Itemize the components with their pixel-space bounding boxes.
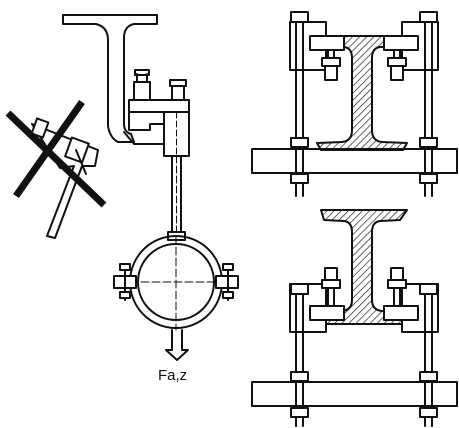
top-left-clamp: [289, 11, 345, 197]
bottom-right-clamp: [383, 267, 439, 427]
right-top-view: [251, 11, 458, 197]
right-bottom-view: [251, 209, 458, 427]
top-right-clamp: [383, 11, 439, 197]
left-ibeam: [62, 14, 158, 143]
top-ibeam-section: [316, 35, 408, 151]
top-support-bar: [251, 148, 458, 174]
wrong-installation: [5, 99, 107, 239]
left-pipe-clamp: [113, 235, 239, 331]
left-clamp: [123, 69, 190, 157]
load-arrow: [165, 329, 189, 361]
left-rod: [167, 155, 186, 241]
load-force-label: Fa,z: [158, 367, 188, 384]
bottom-support-bar: [251, 381, 458, 407]
left-view: [5, 14, 239, 361]
bottom-left-clamp: [289, 267, 345, 427]
